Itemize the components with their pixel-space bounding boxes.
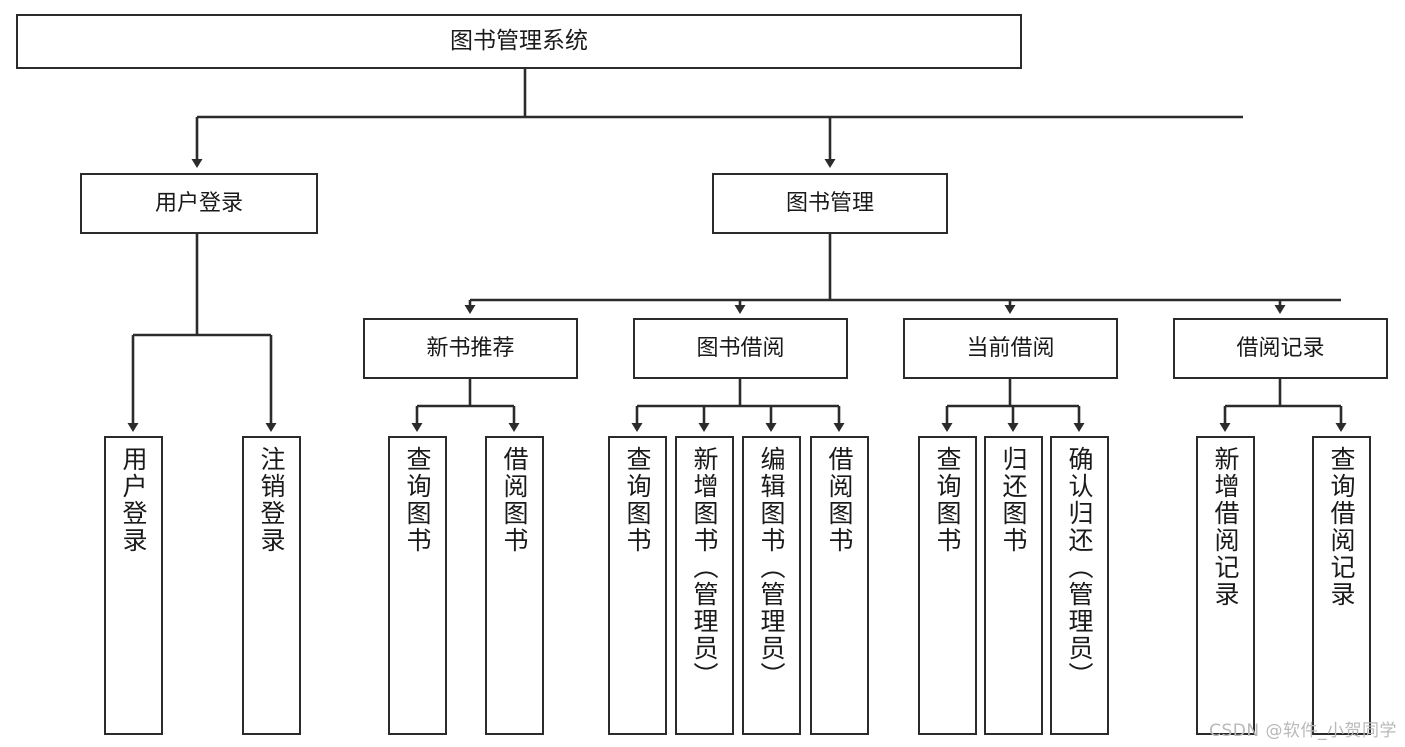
leaf-add-borrow-record-label: 新增借阅记录 [1211,446,1240,608]
leaf-query-books-current[interactable]: 查询图书 [918,436,977,735]
leaf-logout-label: 注销登录 [257,446,286,554]
leaf-query-books-recommend-label: 查询图书 [403,446,432,554]
node-new-book-recommendation-label: 新书推荐 [426,335,515,361]
leaf-query-borrow-record-label: 查询借阅记录 [1327,446,1356,608]
leaf-edit-book-admin-label: 编辑图书（管理员） [757,446,786,689]
leaf-borrow-books-label: 借阅图书 [825,446,854,554]
leaf-query-books-borrow[interactable]: 查询图书 [608,436,667,735]
leaf-user-login-label: 用户登录 [119,446,148,554]
leaf-query-books-borrow-label: 查询图书 [623,446,652,554]
node-current-borrowing[interactable]: 当前借阅 [903,318,1118,379]
leaf-add-book-admin[interactable]: 新增图书（管理员） [675,436,734,735]
node-borrowing-record[interactable]: 借阅记录 [1173,318,1388,379]
leaf-confirm-return-admin-label: 确认归还（管理员） [1065,446,1094,689]
node-current-borrowing-label: 当前借阅 [966,335,1055,361]
leaf-logout[interactable]: 注销登录 [242,436,301,735]
leaf-return-books[interactable]: 归还图书 [984,436,1043,735]
leaf-borrow-books[interactable]: 借阅图书 [810,436,869,735]
leaf-add-borrow-record[interactable]: 新增借阅记录 [1196,436,1255,735]
node-root[interactable]: 图书管理系统 [16,14,1022,69]
leaf-borrow-books-recommend-label: 借阅图书 [500,446,529,554]
node-root-label: 图书管理系统 [450,28,588,55]
leaf-return-books-label: 归还图书 [999,446,1028,554]
leaf-confirm-return-admin[interactable]: 确认归还（管理员） [1050,436,1109,735]
node-book-management[interactable]: 图书管理 [712,173,948,234]
leaf-user-login[interactable]: 用户登录 [104,436,163,735]
csdn-watermark: CSDN @软件_小贺同学 [1209,721,1397,741]
node-user-login[interactable]: 用户登录 [80,173,318,234]
node-book-borrowing[interactable]: 图书借阅 [633,318,848,379]
node-new-book-recommendation[interactable]: 新书推荐 [363,318,578,379]
node-user-login-label: 用户登录 [154,190,243,216]
leaf-query-borrow-record[interactable]: 查询借阅记录 [1312,436,1371,735]
leaf-borrow-books-recommend[interactable]: 借阅图书 [485,436,544,735]
leaf-add-book-admin-label: 新增图书（管理员） [690,446,719,689]
leaf-edit-book-admin[interactable]: 编辑图书（管理员） [742,436,801,735]
leaf-query-books-recommend[interactable]: 查询图书 [388,436,447,735]
node-borrowing-record-label: 借阅记录 [1236,335,1325,361]
node-book-management-label: 图书管理 [785,190,874,216]
leaf-query-books-current-label: 查询图书 [933,446,962,554]
node-book-borrowing-label: 图书借阅 [696,335,785,361]
